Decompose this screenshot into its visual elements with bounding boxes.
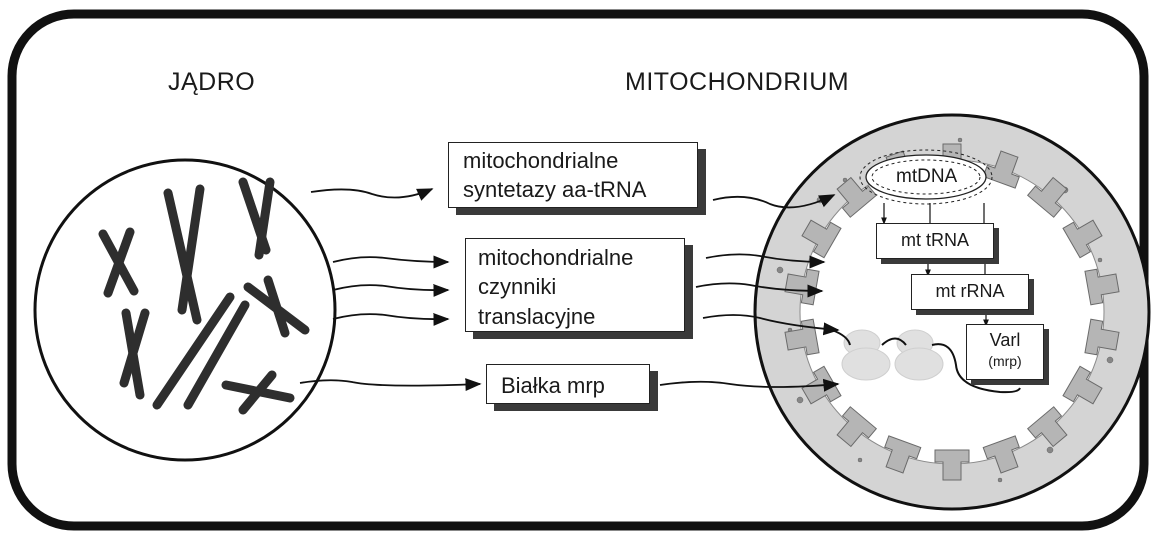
varl-box: Varl (mrp)	[966, 324, 1044, 380]
mrp-proteins-box: Białka mrp	[486, 364, 650, 404]
synthetases-line-2: syntetazy aa-tRNA	[463, 175, 697, 204]
mt-rrna-box: mt rRNA	[911, 274, 1029, 310]
mt-trna-label: mt tRNA	[901, 230, 969, 250]
factors-line-2: czynniki	[478, 272, 684, 301]
varl-label: Varl	[967, 329, 1043, 351]
synthetases-line-1: mitochondrialne	[463, 146, 697, 175]
mt-rrna-label: mt rRNA	[936, 281, 1005, 301]
nucleus-title: JĄDRO	[168, 68, 255, 97]
mitochondrion-title: MITOCHONDRIUM	[625, 68, 849, 97]
factors-line-3: translacyjne	[478, 302, 684, 331]
mt-trna-box: mt tRNA	[876, 223, 994, 259]
synthetases-box: mitochondrialne syntetazy aa-tRNA	[448, 142, 698, 208]
mrp-proteins-label: Białka mrp	[501, 371, 649, 400]
varl-sub-label: (mrp)	[967, 351, 1043, 371]
translation-factors-box: mitochondrialne czynniki translacyjne	[465, 238, 685, 332]
mtdna-label: mtDNA	[896, 166, 957, 188]
factors-line-1: mitochondrialne	[478, 243, 684, 272]
